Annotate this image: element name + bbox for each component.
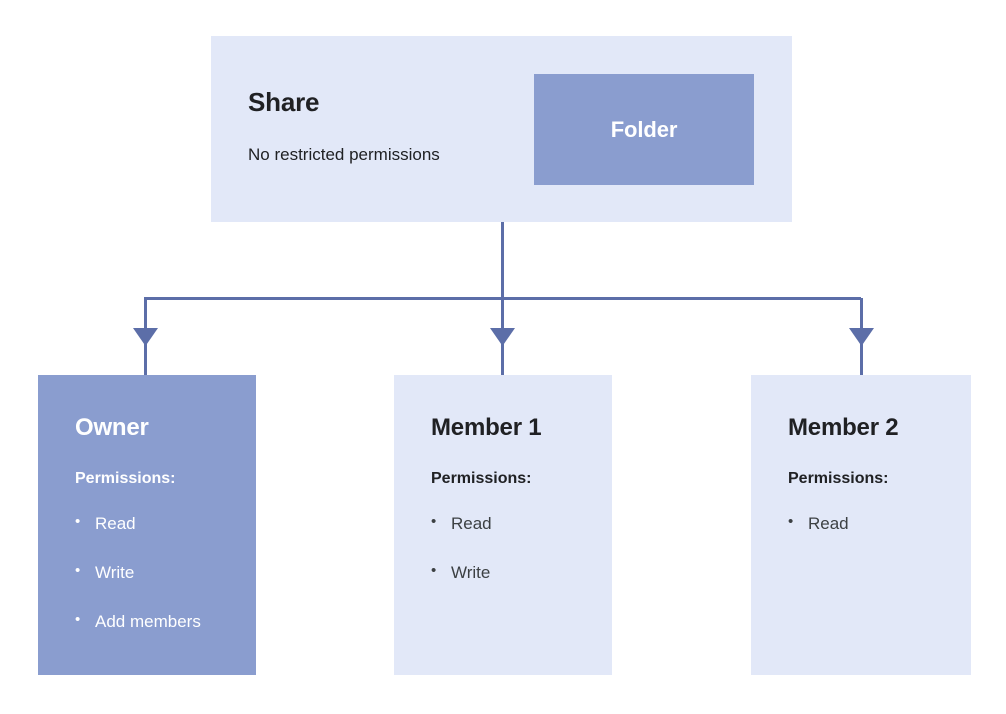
permissions-list: Read (788, 514, 849, 564)
role-card-owner: Owner Permissions: Read Write Add member… (38, 375, 256, 675)
share-title: Share (248, 87, 320, 117)
role-card-member-1: Member 1 Permissions: Read Write (394, 375, 612, 675)
permissions-label: Permissions: (431, 470, 532, 487)
permission-item: Write (75, 563, 201, 581)
role-title: Owner (75, 414, 149, 441)
arrowhead-member-1 (490, 328, 515, 346)
share-subtitle: No restricted permissions (248, 145, 440, 164)
permission-item: Write (431, 563, 492, 581)
permission-item: Read (75, 514, 201, 532)
role-title: Member 2 (788, 414, 899, 441)
folder-label: Folder (610, 116, 678, 142)
permission-item: Add members (75, 612, 201, 630)
permissions-list: Read Write (431, 514, 492, 613)
arrowhead-owner (133, 328, 158, 346)
permissions-list: Read Write Add members (75, 514, 201, 662)
permissions-label: Permissions: (788, 470, 889, 487)
arrowhead-member-2 (849, 328, 874, 346)
role-title: Member 1 (431, 414, 542, 441)
folder-box: Folder (534, 74, 754, 185)
share-panel: Share No restricted permissions Folder (211, 36, 792, 222)
permissions-label: Permissions: (75, 470, 176, 487)
permission-item: Read (788, 514, 849, 532)
permission-item: Read (431, 514, 492, 532)
role-card-member-2: Member 2 Permissions: Read (751, 375, 971, 675)
